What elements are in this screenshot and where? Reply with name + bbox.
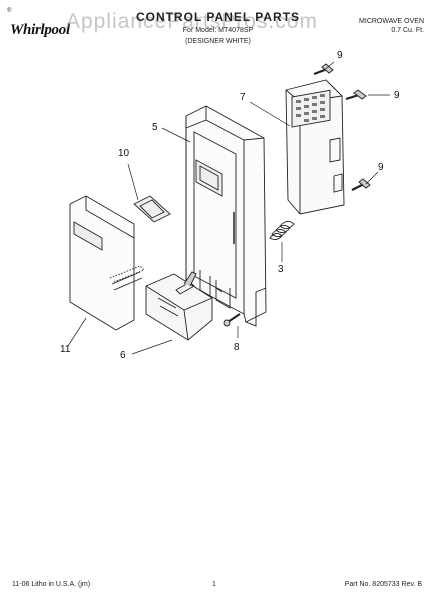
part-door-latch[interactable] bbox=[145, 271, 213, 341]
part-spring[interactable] bbox=[269, 221, 295, 241]
color-line: (DESIGNER WHITE) bbox=[185, 38, 251, 45]
callout-8: 8 bbox=[234, 342, 240, 353]
callout-6: 6 bbox=[120, 350, 126, 361]
part-control-panel-frame[interactable] bbox=[185, 105, 267, 327]
registered-mark: ® bbox=[7, 8, 12, 14]
footer-print-info: 11-06 Litho in U.S.A. (jm) bbox=[12, 581, 91, 588]
footer-part-number: Part No. 8205733 Rev. B bbox=[344, 581, 422, 588]
callout-11: 11 bbox=[60, 344, 71, 355]
callout-5: 5 bbox=[152, 122, 158, 133]
model-line: For Model: MT4078SP bbox=[182, 27, 254, 34]
product-capacity: 0.7 Cu. Ft. bbox=[391, 27, 424, 34]
part-front-overlay[interactable] bbox=[69, 195, 145, 331]
watermark: AppliancePartsPros.com bbox=[66, 10, 318, 33]
part-screw-lower[interactable] bbox=[351, 178, 371, 191]
product-type: MICROWAVE OVEN bbox=[359, 18, 424, 25]
callout-7: 7 bbox=[240, 92, 246, 103]
brand-logo: Whirlpool bbox=[10, 22, 70, 38]
part-control-board[interactable] bbox=[285, 79, 345, 215]
callout-9-lower: 9 bbox=[378, 162, 384, 173]
callout-3: 3 bbox=[278, 264, 284, 275]
part-screw-upper[interactable] bbox=[313, 63, 334, 76]
callout-9-right: 9 bbox=[394, 90, 400, 101]
part-screw-small[interactable] bbox=[223, 313, 241, 327]
callout-9-upper: 9 bbox=[337, 50, 343, 61]
part-window-insert[interactable] bbox=[133, 195, 171, 223]
page-title: CONTROL PANEL PARTS bbox=[135, 10, 301, 24]
footer-page-number: 1 bbox=[212, 581, 216, 588]
part-screw-right[interactable] bbox=[345, 89, 367, 101]
product-info: MICROWAVE OVEN 0.7 Cu. Ft. bbox=[359, 17, 424, 35]
callout-10: 10 bbox=[118, 148, 130, 159]
